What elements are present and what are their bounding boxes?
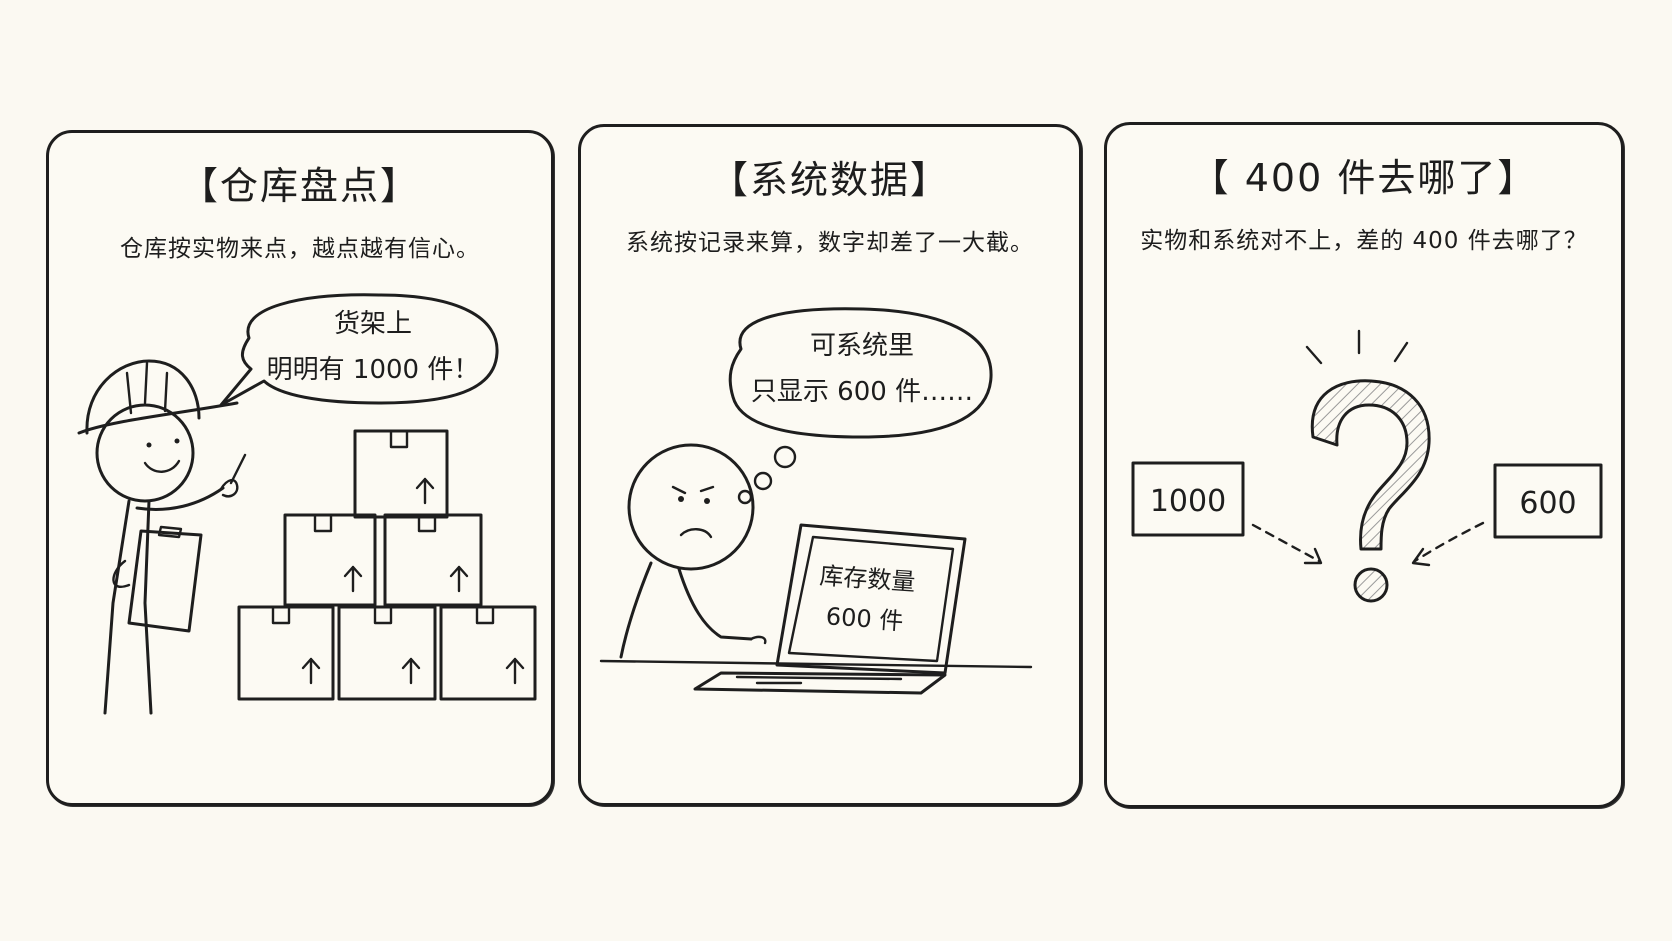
- hard-hat-icon: [85, 359, 201, 435]
- speech-line-1: 货架上: [333, 309, 412, 339]
- box-icon: [237, 605, 335, 701]
- up-arrow-icon: [415, 477, 435, 505]
- speech-text: 货架上 明明有 1000 件！: [249, 301, 497, 393]
- warehouse-illustration: [77, 293, 537, 715]
- panel-missing-400: 【 400 件去哪了】 实物和系统对不上，差的 400 件去哪了？ 1000 6…: [1104, 122, 1624, 808]
- speech-line-2: 明明有 1000 件！: [266, 355, 480, 385]
- up-arrow-icon: [401, 657, 421, 685]
- panel-warehouse-count: 【仓库盘点】 仓库按实物来点，越点越有信心。: [46, 130, 554, 806]
- worker-figure: [77, 359, 247, 715]
- pencil-icon: [229, 453, 247, 485]
- box-icon: [439, 605, 537, 701]
- laptop-icon: [693, 523, 967, 695]
- up-arrow-icon: [301, 657, 321, 685]
- question-illustration: 1000 600: [1131, 329, 1603, 603]
- panel-caption: 实物和系统对不上，差的 400 件去哪了？: [1140, 228, 1588, 254]
- thought-text: 可系统里 只显示 600 件……: [733, 323, 991, 415]
- question-dot: [1353, 567, 1389, 603]
- panel-system-data: 【系统数据】 系统按记录来算，数字却差了一大截。 可系统里: [578, 124, 1082, 806]
- speech-bubble: [219, 293, 499, 407]
- left-number: 1000: [1150, 484, 1226, 519]
- box-icon: [337, 605, 437, 701]
- panel-caption: 系统按记录来算，数字却差了一大截。: [626, 230, 1034, 256]
- thought-line-1: 可系统里: [809, 331, 914, 361]
- up-arrow-icon: [343, 565, 363, 593]
- up-arrow-icon: [449, 565, 469, 593]
- panel-title: 【 400 件去哪了】: [1190, 156, 1538, 200]
- panel-caption: 仓库按实物来点，越点越有信心。: [120, 236, 480, 262]
- person-figure: [619, 443, 767, 659]
- up-arrow-icon: [505, 657, 525, 685]
- thought-line-2: 只显示 600 件……: [750, 377, 974, 407]
- box-stack: [237, 429, 537, 701]
- left-number-box: [1131, 461, 1245, 537]
- right-number-box: [1493, 463, 1603, 539]
- box-icon: [383, 513, 483, 607]
- system-illustration: [599, 307, 1033, 695]
- laptop-screen-text: 库存数量 600 件: [788, 554, 943, 644]
- question-mark-icon: [1310, 379, 1431, 551]
- panel-title: 【系统数据】: [709, 158, 950, 202]
- clipboard-icon: [127, 529, 203, 633]
- panel-title: 【仓库盘点】: [179, 164, 420, 208]
- dashed-arrow-icon: [1413, 521, 1485, 563]
- thought-bubble: [728, 307, 993, 439]
- dashed-arrow-icon: [1251, 523, 1321, 563]
- box-icon: [353, 429, 449, 519]
- right-number: 600: [1519, 486, 1576, 521]
